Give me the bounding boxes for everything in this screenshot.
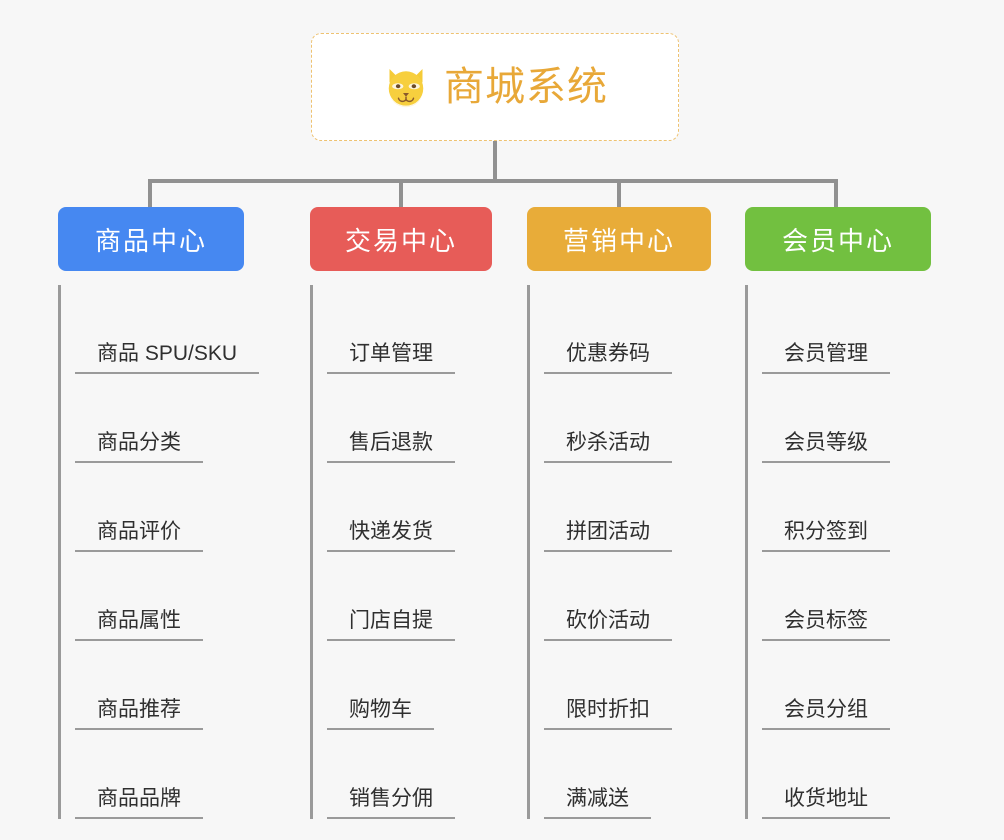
leaf-label: 会员标签 <box>762 608 890 641</box>
leaf-item[interactable]: 会员等级 <box>762 374 931 463</box>
leaf-item[interactable]: 满减送 <box>544 730 711 819</box>
branch-header-label-1: 商品中心 <box>94 225 207 256</box>
leaf-item[interactable]: 秒杀活动 <box>544 374 711 463</box>
leaf-item[interactable]: 购物车 <box>327 641 492 730</box>
branch-header-label-4: 会员中心 <box>781 225 894 256</box>
leaf-label: 商品分类 <box>75 430 203 463</box>
leaf-item[interactable]: 门店自提 <box>327 552 492 641</box>
branch-transaction-center: 交易中心 订单管理 售后退款 快递发货 门店自提 购物车 销售分佣 <box>310 207 492 819</box>
leaf-item[interactable]: 商品推荐 <box>75 641 244 730</box>
leaf-label: 商品品牌 <box>75 786 203 819</box>
leaf-label: 限时折扣 <box>544 697 672 730</box>
leaf-list-2: 订单管理 售后退款 快递发货 门店自提 购物车 销售分佣 <box>310 285 492 819</box>
leaf-item[interactable]: 商品分类 <box>75 374 244 463</box>
branch-product-center: 商品中心 商品 SPU/SKU 商品分类 商品评价 商品属性 商品推荐 商品品牌 <box>58 207 260 819</box>
branch-header-3[interactable]: 营销中心 <box>527 207 711 271</box>
leaf-label: 优惠券码 <box>544 341 672 374</box>
branch-header-1[interactable]: 商品中心 <box>58 207 244 271</box>
leaf-label: 砍价活动 <box>544 608 672 641</box>
leaf-item[interactable]: 砍价活动 <box>544 552 711 641</box>
leaf-label: 门店自提 <box>327 608 455 641</box>
leaf-item[interactable]: 商品属性 <box>75 552 244 641</box>
leaf-label: 订单管理 <box>327 341 455 374</box>
leaf-item[interactable]: 快递发货 <box>327 463 492 552</box>
connector-drop-4 <box>834 181 838 207</box>
leaf-list-3: 优惠券码 秒杀活动 拼团活动 砍价活动 限时折扣 满减送 <box>527 285 711 819</box>
leaf-item[interactable]: 限时折扣 <box>544 641 711 730</box>
leaf-item[interactable]: 商品品牌 <box>75 730 244 819</box>
connector-bus <box>148 179 838 183</box>
connector-trunk <box>493 141 497 181</box>
leaf-item[interactable]: 商品评价 <box>75 463 244 552</box>
leaf-label: 商品 SPU/SKU <box>75 341 260 374</box>
leaf-list-4: 会员管理 会员等级 积分签到 会员标签 会员分组 收货地址 <box>745 285 931 819</box>
leaf-label: 快递发货 <box>327 519 455 552</box>
root-node[interactable]: 商城系统 <box>311 33 679 141</box>
leaf-item[interactable]: 拼团活动 <box>544 463 711 552</box>
leaf-label: 商品评价 <box>75 519 203 552</box>
leaf-label: 满减送 <box>544 786 651 819</box>
leaf-label: 会员管理 <box>762 341 890 374</box>
leaf-label: 秒杀活动 <box>544 430 672 463</box>
leaf-label: 售后退款 <box>327 430 455 463</box>
branch-marketing-center: 营销中心 优惠券码 秒杀活动 拼团活动 砍价活动 限时折扣 满减送 <box>527 207 711 819</box>
leaf-label: 积分签到 <box>762 519 890 552</box>
leaf-item[interactable]: 收货地址 <box>762 730 931 819</box>
branch-header-4[interactable]: 会员中心 <box>745 207 931 271</box>
leaf-item[interactable]: 售后退款 <box>327 374 492 463</box>
leaf-item[interactable]: 订单管理 <box>327 285 492 374</box>
leaf-label: 销售分佣 <box>327 786 455 819</box>
leaf-label: 拼团活动 <box>544 519 672 552</box>
root-title: 商城系统 <box>444 65 608 109</box>
leaf-item[interactable]: 积分签到 <box>762 463 931 552</box>
leaf-label: 商品推荐 <box>75 697 203 730</box>
leaf-label: 会员等级 <box>762 430 890 463</box>
leaf-label: 收货地址 <box>762 786 890 819</box>
connector-drop-2 <box>399 181 403 207</box>
connector-drop-3 <box>617 181 621 207</box>
leaf-label: 购物车 <box>327 697 434 730</box>
branch-member-center: 会员中心 会员管理 会员等级 积分签到 会员标签 会员分组 收货地址 <box>745 207 931 819</box>
leaf-item[interactable]: 销售分佣 <box>327 730 492 819</box>
leaf-item[interactable]: 会员标签 <box>762 552 931 641</box>
shiba-dog-face-icon <box>388 69 424 108</box>
leaf-item[interactable]: 商品 SPU/SKU <box>75 285 260 374</box>
branch-header-2[interactable]: 交易中心 <box>310 207 492 271</box>
connector-drop-1 <box>148 181 152 207</box>
leaf-item[interactable]: 会员管理 <box>762 285 931 374</box>
leaf-item[interactable]: 优惠券码 <box>544 285 711 374</box>
branch-header-label-2: 交易中心 <box>344 225 457 256</box>
leaf-label: 商品属性 <box>75 608 203 641</box>
leaf-item[interactable]: 会员分组 <box>762 641 931 730</box>
leaf-label: 会员分组 <box>762 697 890 730</box>
branch-header-label-3: 营销中心 <box>562 225 675 256</box>
leaf-list-1: 商品 SPU/SKU 商品分类 商品评价 商品属性 商品推荐 商品品牌 <box>58 285 260 819</box>
